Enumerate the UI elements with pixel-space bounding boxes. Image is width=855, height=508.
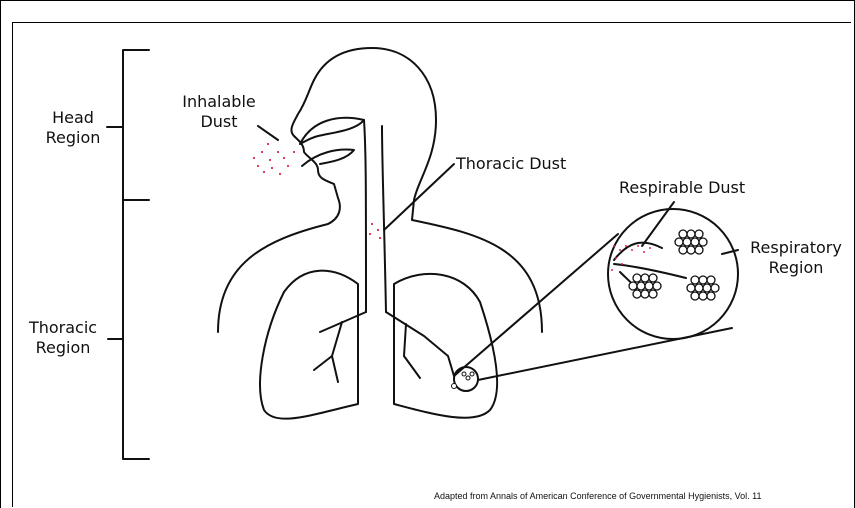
bronchi bbox=[314, 312, 454, 382]
thoracic-dust-particles bbox=[369, 223, 381, 239]
left-lung bbox=[260, 271, 358, 419]
inhalable-dust-label: Inhalable Dust bbox=[174, 92, 264, 132]
source-credit: Adapted from Annals of American Conferen… bbox=[434, 491, 762, 501]
thoracic-dust-label: Thoracic Dust bbox=[456, 154, 566, 174]
respirable-leader bbox=[642, 202, 674, 246]
head-region-line1: Head bbox=[38, 108, 108, 128]
thoracic-region-line1: Thoracic bbox=[18, 318, 108, 338]
thoracic-dust-leader bbox=[384, 164, 454, 230]
respiratory-region-line2: Region bbox=[740, 258, 852, 278]
right-lung bbox=[394, 274, 497, 418]
respiratory-region-label: Respiratory Region bbox=[740, 238, 852, 278]
inhalable-dust-line1: Inhalable bbox=[174, 92, 264, 112]
trachea bbox=[364, 120, 386, 312]
alveolar-cluster bbox=[629, 274, 661, 298]
thoracic-region-line2: Region bbox=[18, 338, 108, 358]
inhalable-dust-line2: Dust bbox=[174, 112, 264, 132]
alveolar-cluster bbox=[687, 276, 719, 300]
inhalable-dust-particles bbox=[253, 143, 295, 175]
respiratory-region-line1: Respiratory bbox=[740, 238, 852, 258]
head-region-line2: Region bbox=[38, 128, 108, 148]
nasal-cavity bbox=[300, 118, 364, 144]
respirable-dust-label: Respirable Dust bbox=[619, 178, 745, 198]
alveolar-cluster bbox=[675, 230, 707, 254]
region-bracket bbox=[123, 50, 149, 459]
thoracic-region-label: Thoracic Region bbox=[18, 318, 108, 358]
head-region-label: Head Region bbox=[38, 108, 108, 148]
body-outline bbox=[218, 48, 542, 332]
